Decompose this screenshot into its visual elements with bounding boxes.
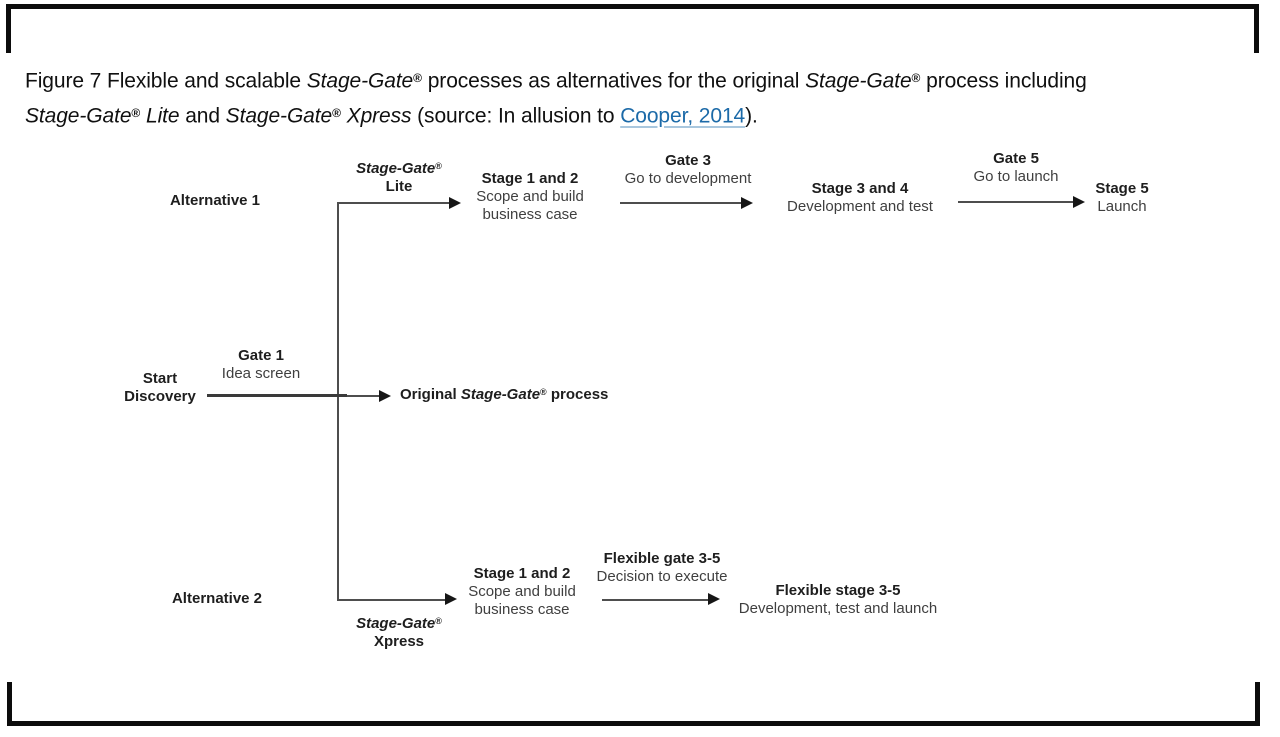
stage-gate-lite-brand: Stage-Gate® (356, 157, 442, 178)
label-alternative-1: Alternative 1 (170, 192, 260, 210)
node-heading: Stage 1 and 2 (473, 565, 571, 582)
registered-mark: ® (435, 161, 442, 171)
brand-text: Stage-Gate (356, 615, 436, 633)
page-border-bottom (7, 721, 1260, 726)
caption-text-italic: Lite (140, 104, 180, 128)
gate5-arrowhead-icon (1073, 196, 1085, 208)
node-heading: Gate 5 (993, 150, 1039, 167)
page-border-top (6, 4, 1259, 9)
label-start-discovery: Start Discovery (124, 370, 196, 406)
connector-original-line (347, 395, 379, 397)
alt1-arrowhead-icon (449, 197, 461, 209)
label-flexible-gate-3-5: Flexible gate 3-5 Decision to execute (597, 550, 728, 586)
label-gate-3: Gate 3 Go to development (625, 152, 752, 188)
node-subtext: Decision to execute (596, 568, 728, 585)
figure-caption: Figure 7 Flexible and scalable Stage-Gat… (25, 62, 1087, 133)
node-heading: Stage 1 and 2 (481, 170, 579, 187)
caption-text-italic: Xpress (340, 104, 412, 128)
node-subtext: Go to launch (973, 168, 1059, 185)
label-stage-gate-lite: Stage-Gate® Lite (356, 157, 442, 196)
caption-text-italic: Stage-Gate (805, 69, 912, 93)
node-subtext: Go to development (624, 170, 752, 187)
start-text: Start (142, 370, 178, 387)
stage-gate-xpress-name: Xpress (373, 633, 425, 651)
caption-text: ). (745, 104, 758, 128)
label-gate-1: Gate 1 Idea screen (222, 347, 300, 383)
original-post-text: process (546, 386, 609, 404)
node-heading: Flexible stage 3-5 (775, 582, 901, 599)
page-border-corner-top-left (6, 4, 11, 53)
connector-alt2-line (337, 599, 445, 601)
node-heading: Stage 5 (1095, 180, 1149, 197)
caption-text: Figure 7 Flexible and scalable (25, 69, 307, 93)
page-border-corner-top-right (1254, 4, 1259, 53)
node-subtext: Development and test (787, 198, 933, 215)
label-flexible-stage-3-5: Flexible stage 3-5 Development, test and… (739, 582, 937, 618)
caption-line-2: Stage-Gate® Lite and Stage-Gate® Xpress … (25, 97, 1087, 132)
original-pre-text: Original (400, 386, 461, 404)
gate3-arrowhead-icon (741, 197, 753, 209)
node-subtext: Development, test and launch (738, 600, 938, 617)
connector-gate5-line (958, 201, 1073, 203)
label-stage-5: Stage 5 Launch (1095, 180, 1148, 216)
stage-gate-xpress-brand: Stage-Gate® (356, 612, 442, 633)
label-stage-1-2-bottom: Stage 1 and 2 Scope and build business c… (468, 565, 576, 619)
node-subtext: Scope and build (468, 583, 576, 600)
page-border-corner-bottom-right (1255, 682, 1260, 726)
connector-branch-vertical (337, 202, 339, 601)
registered-mark: ® (911, 71, 921, 85)
registered-mark: ® (131, 106, 141, 121)
label-stage-3-4: Stage 3 and 4 Development and test (787, 180, 933, 216)
original-arrowhead-icon (379, 390, 391, 402)
discovery-text: Discovery (124, 388, 196, 405)
label-alternative-2: Alternative 2 (172, 590, 262, 608)
label-stage-1-2-top: Stage 1 and 2 Scope and build business c… (476, 170, 584, 224)
citation-link[interactable]: Cooper, 2014 (620, 104, 746, 128)
stage-gate-lite-name: Lite (385, 178, 413, 196)
connector-flexgate-line (602, 599, 708, 601)
connector-alt1-line (337, 202, 449, 204)
alt2-arrowhead-icon (445, 593, 457, 605)
registered-mark: ® (435, 616, 442, 626)
node-subtext: Scope and build (476, 188, 584, 205)
node-subtext: Launch (1097, 198, 1147, 215)
connector-start-line (207, 394, 347, 397)
caption-text: (source: In allusion to (411, 104, 621, 128)
caption-line-1: Figure 7 Flexible and scalable Stage-Gat… (25, 62, 1087, 97)
node-heading: Flexible gate 3-5 (603, 550, 721, 567)
caption-text: process including (920, 69, 1087, 93)
registered-mark: ® (332, 106, 341, 121)
connector-gate3-line (620, 202, 741, 204)
node-heading: Stage 3 and 4 (811, 180, 909, 197)
node-heading: Gate 1 (238, 347, 284, 364)
caption-text-italic: Stage-Gate (25, 104, 132, 128)
label-gate-5: Gate 5 Go to launch (973, 150, 1058, 186)
label-stage-gate-xpress: Stage-Gate® Xpress (356, 612, 442, 651)
node-subtext: Idea screen (221, 365, 301, 382)
caption-text: processes as alternatives for the origin… (421, 69, 806, 93)
registered-mark: ® (540, 387, 547, 397)
node-heading: Gate 3 (665, 152, 711, 169)
alternative-1-text: Alternative 1 (169, 192, 261, 209)
registered-mark: ® (413, 71, 422, 85)
page-border-corner-bottom-left (7, 682, 12, 726)
caption-text-italic: Stage-Gate (225, 104, 333, 128)
brand-text: Stage-Gate (356, 160, 436, 178)
label-original-process: Original Stage-Gate® process (400, 383, 608, 404)
caption-text: and (179, 104, 226, 128)
node-subtext: business case (474, 601, 570, 618)
alternative-2-text: Alternative 2 (171, 590, 263, 607)
brand-text: Stage-Gate (460, 386, 541, 404)
node-subtext: business case (482, 206, 578, 223)
caption-text-italic: Stage-Gate (306, 69, 414, 93)
flexgate-arrowhead-icon (708, 593, 720, 605)
